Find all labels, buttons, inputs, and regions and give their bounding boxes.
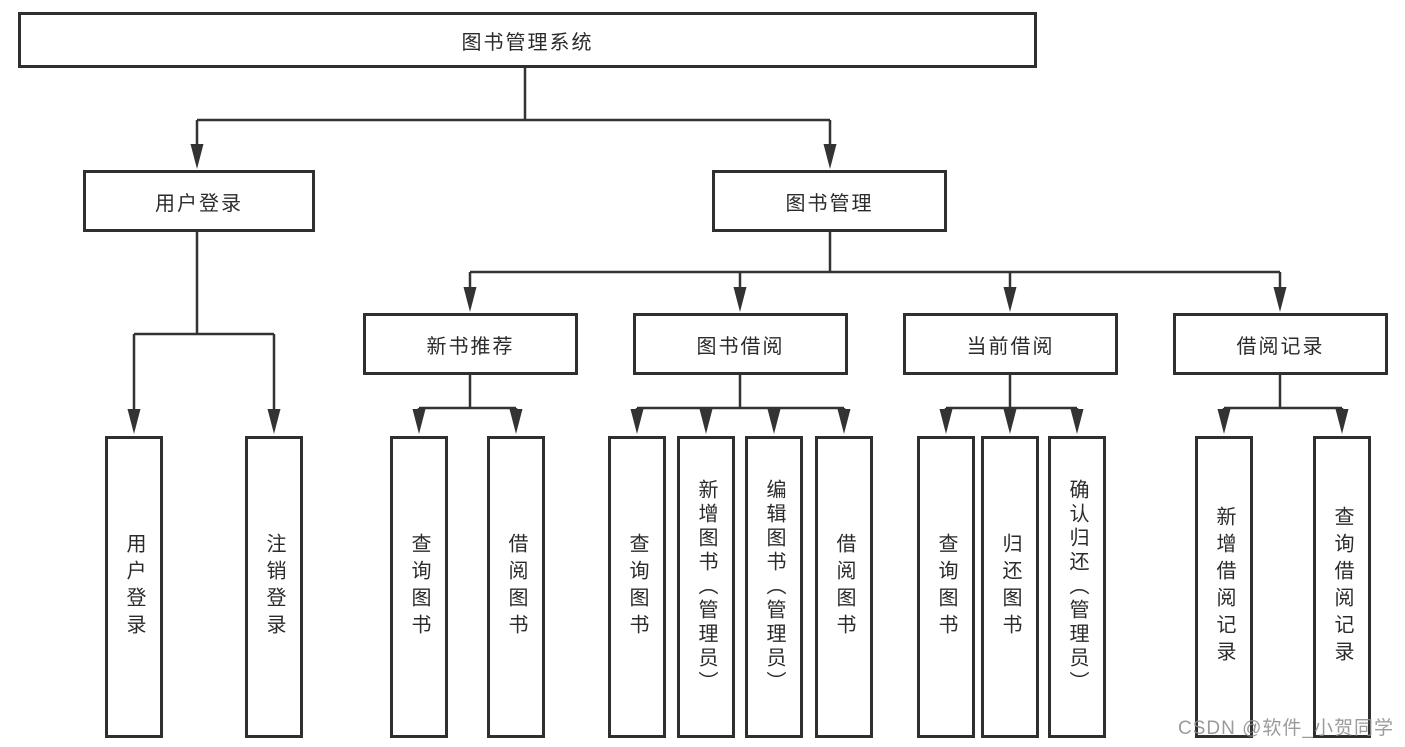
node-current-borrowing: 当前借阅	[903, 313, 1118, 375]
leaf-borrow-books-recommend-label: 借阅图书	[505, 533, 527, 641]
leaf-query-books-borrow-label: 查询图书	[626, 533, 648, 641]
leaf-query-books-borrow: 查询图书	[608, 436, 666, 738]
node-current-borrowing-label: 当前借阅	[966, 335, 1055, 358]
leaf-query-borrow-record-label: 查询借阅记录	[1331, 506, 1353, 668]
leaf-add-book-admin-label: 新增图书（管理员）	[695, 479, 717, 695]
leaf-return-books-label: 归还图书	[999, 533, 1021, 641]
leaf-return-books: 归还图书	[981, 436, 1039, 738]
node-new-book-recommend: 新书推荐	[363, 313, 578, 375]
leaf-add-borrow-record-label: 新增借阅记录	[1213, 506, 1235, 668]
leaf-logout: 注销登录	[245, 436, 303, 738]
leaf-add-borrow-record: 新增借阅记录	[1195, 436, 1253, 738]
leaf-add-book-admin: 新增图书（管理员）	[677, 436, 735, 738]
leaf-logout-label: 注销登录	[263, 533, 285, 641]
node-book-borrowing-label: 图书借阅	[696, 335, 785, 358]
node-book-borrowing: 图书借阅	[633, 313, 848, 375]
node-borrowing-records-label: 借阅记录	[1236, 335, 1325, 358]
node-borrowing-records: 借阅记录	[1173, 313, 1388, 375]
leaf-query-books-recommend: 查询图书	[390, 436, 448, 738]
leaf-query-borrow-record: 查询借阅记录	[1313, 436, 1371, 738]
node-new-book-recommend-label: 新书推荐	[426, 335, 515, 358]
branch-book-management-label: 图书管理	[785, 192, 874, 215]
leaf-borrow-books-borrow-label: 借阅图书	[833, 533, 855, 641]
arrowheads	[127, 144, 1349, 434]
leaf-user-login-label: 用户登录	[123, 533, 145, 641]
branch-book-management: 图书管理	[712, 170, 947, 232]
leaf-user-login: 用户登录	[105, 436, 163, 738]
leaf-edit-book-admin: 编辑图书（管理员）	[745, 436, 803, 738]
leaf-query-books-current-label: 查询图书	[935, 533, 957, 641]
leaf-borrow-books-recommend: 借阅图书	[487, 436, 545, 738]
csdn-watermark: CSDN @软件_小贺同学	[1178, 718, 1394, 739]
leaf-query-books-current: 查询图书	[917, 436, 975, 738]
node-root: 图书管理系统	[18, 12, 1037, 68]
node-root-label: 图书管理系统	[461, 31, 594, 54]
leaf-borrow-books-borrow: 借阅图书	[815, 436, 873, 738]
leaf-query-books-recommend-label: 查询图书	[408, 533, 430, 641]
branch-user-login: 用户登录	[83, 170, 315, 232]
leaf-confirm-return-admin-label: 确认归还（管理员）	[1066, 479, 1088, 695]
leaf-confirm-return-admin: 确认归还（管理员）	[1048, 436, 1106, 738]
branch-user-login-label: 用户登录	[155, 192, 243, 215]
leaf-edit-book-admin-label: 编辑图书（管理员）	[763, 479, 785, 695]
